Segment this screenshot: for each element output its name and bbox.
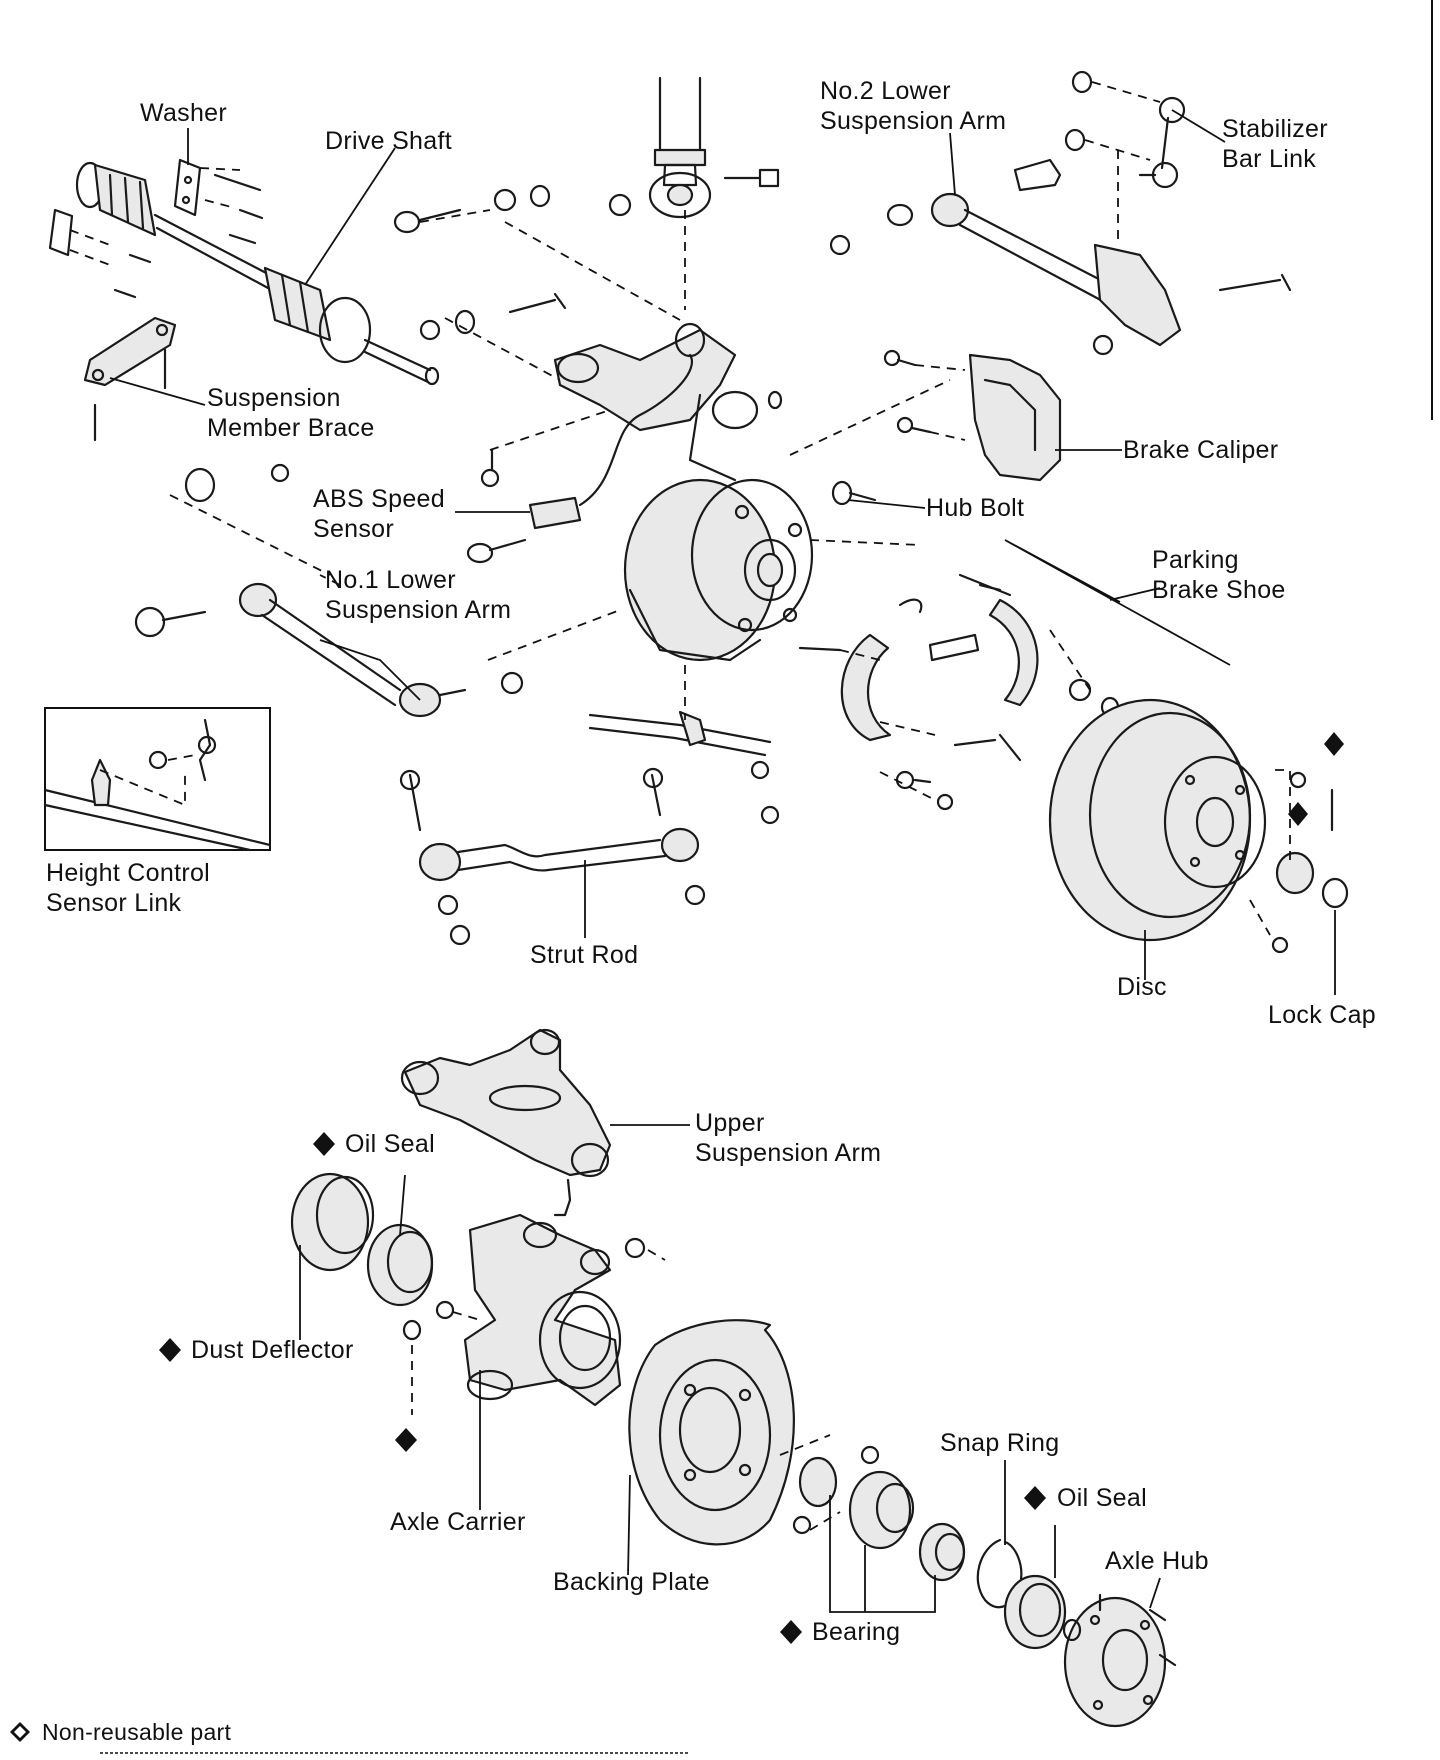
axle-hub-drawing [1062,1593,1177,1728]
label-axle-carrier: Axle Carrier [390,1508,526,1536]
oil-seal-lower-drawing [1003,1574,1067,1650]
drive-shaft-drawing [75,161,440,386]
washer-drawing [48,158,264,299]
height-control-sensor-link-drawing [43,718,272,852]
legend-diamond-icon [10,1722,30,1742]
label-parking-line2: Brake Shoe [1152,576,1286,604]
strut-rod-drawing [399,767,706,946]
hub-bolt-drawing [831,480,877,506]
label-snap-ring: Snap Ring [940,1429,1060,1457]
label-washer: Washer [140,99,228,127]
label-stabilizer-line1: Stabilizer [1222,115,1328,143]
axle-carrier-drawing [402,1213,646,1407]
caliper-dash [789,364,966,456]
hub-bolt-dash [809,539,921,546]
disc-dash [1249,769,1291,936]
label-no2-lower-arm-line1: No.2 Lower [820,77,951,105]
diamond-bearing [780,1620,802,1644]
knuckle-drawing [553,322,759,482]
label-strut-rod: Strut Rod [530,941,639,969]
label-upper-arm-line1: Upper [695,1109,765,1137]
label-brake-caliper: Brake Caliper [1123,436,1279,464]
label-no1-lower-arm-line2: Suspension Arm [325,596,512,624]
diamond-lockcap-top [1324,732,1344,756]
bearing-dash [779,1434,841,1531]
parking-dash [839,629,1091,801]
label-no2-lower-arm-line2: Suspension Arm [820,107,1007,135]
label-lock-cap: Lock Cap [1268,1001,1377,1029]
stabilizer-bar-link-drawing [1064,70,1186,189]
diamond-oil-seal-upper [313,1132,335,1156]
upper-suspension-arm-drawing [400,1028,612,1217]
parking-bracket [1004,539,1231,666]
carrier-dash [411,1249,666,1415]
hub-knuckle-drawing [623,478,814,662]
label-drive-shaft: Drive Shaft [325,127,452,155]
label-oil-seal-upper: Oil Seal [345,1130,435,1158]
label-height-control-line2: Sensor Link [46,889,182,917]
washer-dash [69,167,241,266]
diamond-axle-carrier [395,1428,417,1452]
label-axle-hub: Axle Hub [1105,1547,1209,1575]
leader-lines [109,109,1336,1613]
bearing-drawing [792,1445,966,1582]
label-backing-plate: Backing Plate [553,1568,710,1596]
legend-text: Non-reusable part [42,1719,232,1745]
label-member-brace-line1: Suspension [207,384,341,412]
stabilizer-dash [1084,81,1161,245]
label-parking-line1: Parking [1152,546,1239,574]
label-no1-lower-arm-line1: No.1 Lower [325,566,456,594]
label-stabilizer-line2: Bar Link [1222,145,1317,173]
parking-cable-drawing [588,710,780,825]
lock-cap-drawing [1271,771,1349,954]
no2-lower-arm-drawing [829,158,1292,356]
abs-sensor-drawing [528,353,693,530]
height-dash [99,754,196,807]
bolts-and-nuts-drawing [134,184,783,695]
diamond-oil-seal-lower [1024,1486,1046,1510]
label-bearing: Bearing [812,1618,901,1646]
label-upper-arm-line2: Suspension Arm [695,1139,882,1167]
diamond-lockcap-mid [1288,802,1308,826]
backing-plate-drawing [628,1319,795,1546]
brake-caliper-drawing [883,349,1062,482]
dust-deflector-drawing [290,1172,434,1307]
parking-brake-shoe-drawing [798,573,1120,811]
shock-absorber-drawing [648,76,780,219]
label-abs-line1: ABS Speed [313,485,445,513]
diamond-dust-deflector [159,1338,181,1362]
label-oil-seal-lower: Oil Seal [1057,1484,1147,1512]
label-member-brace-line2: Member Brace [207,414,375,442]
label-abs-line2: Sensor [313,515,395,543]
label-height-control-line1: Height Control [46,859,211,887]
height-control-inset-frame [44,707,271,851]
no1-lower-arm-drawing [238,582,467,718]
label-hub-bolt: Hub Bolt [926,494,1025,522]
snap-ring-drawing [976,1538,1023,1609]
disc-drawing [1048,698,1267,942]
label-dust-deflector: Dust Deflector [191,1336,354,1364]
suspension-member-brace-drawing [83,316,177,442]
label-disc: Disc [1117,973,1167,1001]
upper-dash-lines [169,209,681,661]
